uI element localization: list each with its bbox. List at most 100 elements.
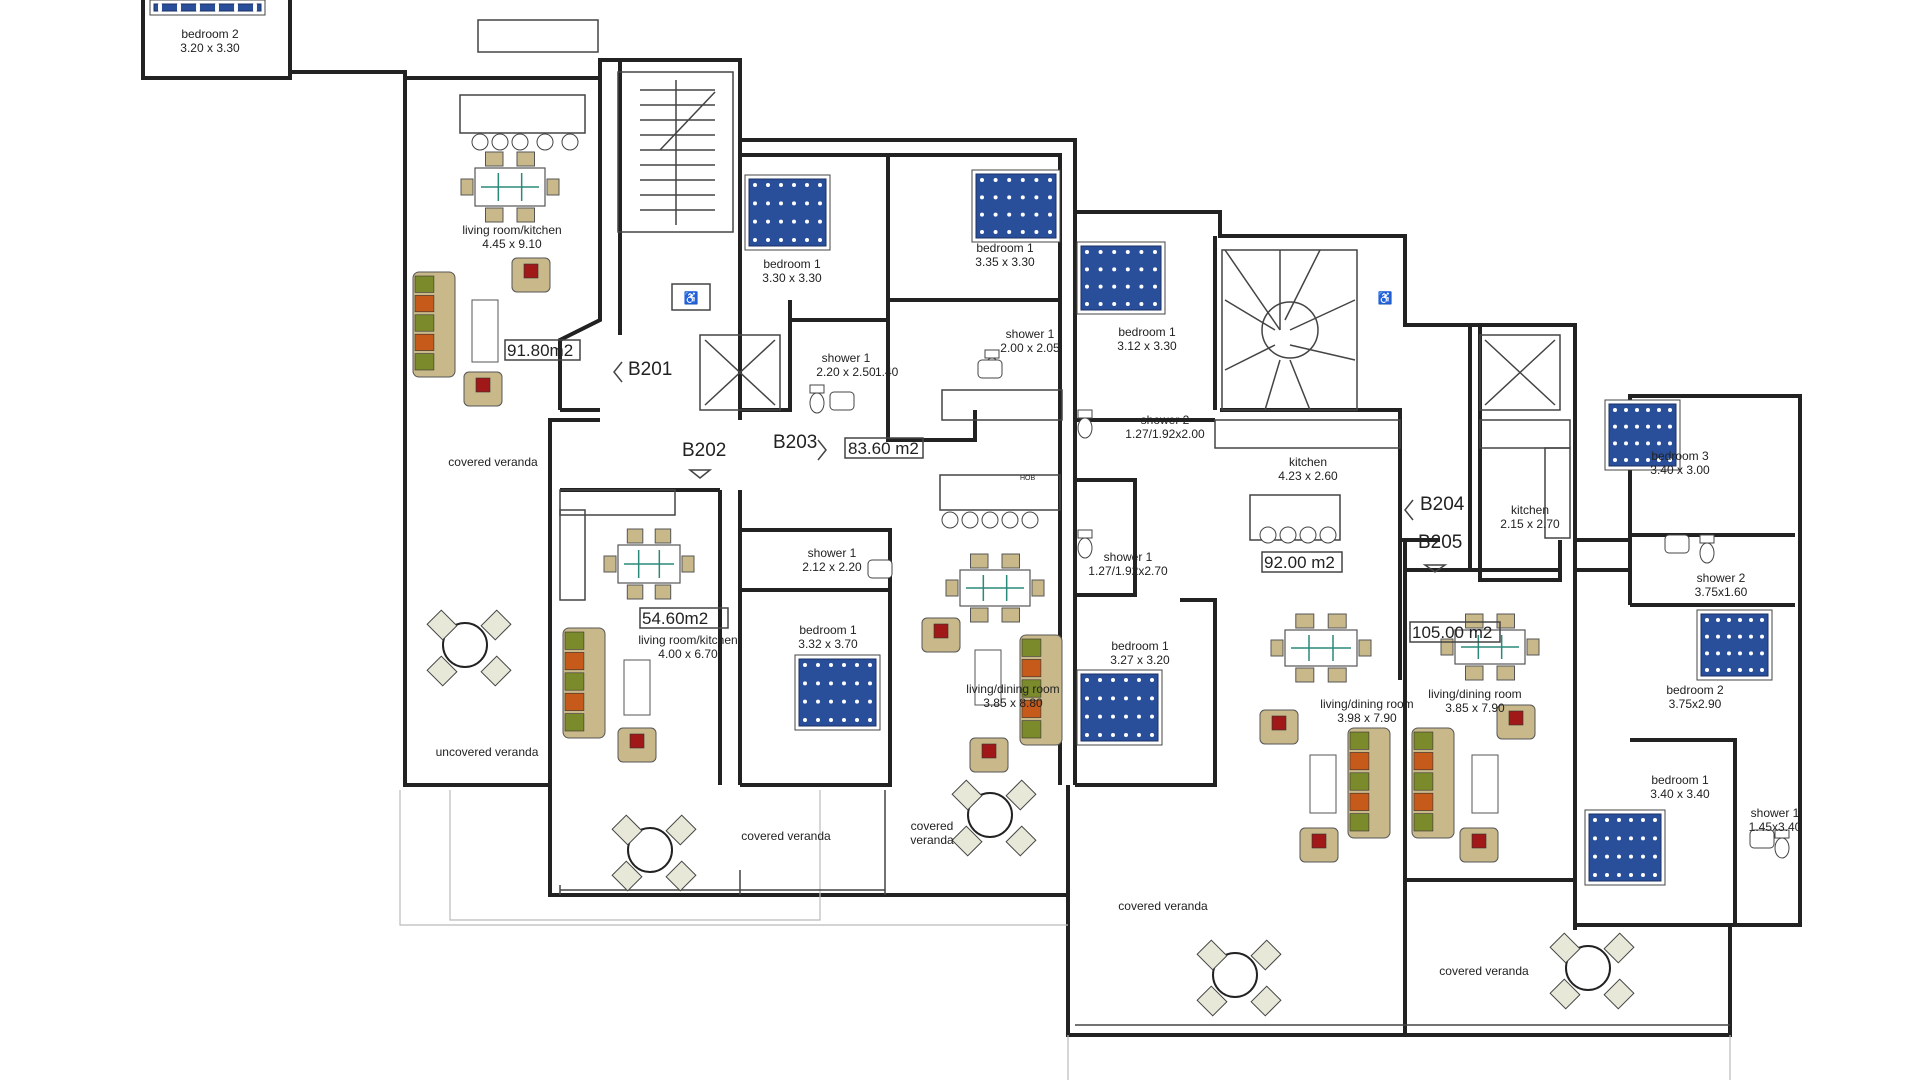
accessibility-icon: ♿ xyxy=(1378,291,1393,305)
chair-icon xyxy=(485,151,504,167)
patio-set-icon xyxy=(426,609,512,687)
bed-pattern xyxy=(980,230,984,234)
bed-pattern xyxy=(855,718,859,722)
chair-icon xyxy=(516,151,535,167)
entrance-arrow xyxy=(613,361,623,383)
unit-B203-area: 83.60 m2 xyxy=(848,439,919,458)
sofa-icon xyxy=(1411,727,1455,839)
bed-pattern xyxy=(1139,250,1144,254)
bed-icon xyxy=(1696,609,1773,681)
room-name: bedroom 3 xyxy=(1651,449,1709,463)
cushion xyxy=(1413,731,1434,750)
room-name: shower 1 xyxy=(822,351,871,365)
sink-icon xyxy=(1664,534,1690,554)
bed-pattern xyxy=(1139,267,1144,272)
cushion xyxy=(414,314,435,332)
dining-table-icon xyxy=(460,151,560,223)
entrance-arrow xyxy=(1422,564,1448,573)
bed-pattern xyxy=(1749,651,1753,656)
sink-icon xyxy=(977,359,1003,379)
bed-pattern xyxy=(1668,441,1672,446)
bed-pattern xyxy=(1034,212,1039,217)
bed-pattern xyxy=(980,195,984,200)
bed-pattern xyxy=(1137,678,1141,682)
sofa-icon xyxy=(412,271,456,378)
coffee-table xyxy=(974,649,1002,706)
bed-pattern xyxy=(1593,873,1597,877)
chair-icon xyxy=(1001,607,1020,623)
bed-pattern xyxy=(1635,424,1639,429)
cushion xyxy=(564,672,585,691)
sofa-icon xyxy=(1347,727,1391,839)
cushion xyxy=(1413,772,1434,791)
chair-icon xyxy=(1031,579,1045,597)
patio-chair xyxy=(426,609,458,641)
bed-pattern xyxy=(803,681,807,686)
bed-pattern xyxy=(1098,714,1102,719)
bed-pattern xyxy=(1727,618,1731,622)
stool-icon xyxy=(981,511,999,529)
bed-pattern xyxy=(177,3,181,7)
patio-chair xyxy=(951,779,983,811)
bed-pattern xyxy=(1705,668,1709,672)
table-pattern xyxy=(1461,635,1519,659)
bed-pattern xyxy=(818,183,822,187)
armchair-icon xyxy=(1299,827,1339,863)
bed-pattern xyxy=(803,718,807,722)
chair-icon xyxy=(1327,667,1347,683)
patio-chair xyxy=(665,860,697,892)
bed-pattern xyxy=(1007,230,1012,234)
bed-icon xyxy=(149,0,266,16)
bed-pattern xyxy=(1617,873,1621,877)
cushion xyxy=(1471,833,1487,849)
bed-pattern xyxy=(1085,267,1089,272)
chair-icon xyxy=(945,579,959,597)
bed-pattern xyxy=(1593,836,1597,841)
bed-pattern xyxy=(234,3,238,7)
bed-icon xyxy=(1076,241,1166,315)
bed-pattern xyxy=(1112,302,1117,306)
bed-pattern xyxy=(1111,678,1115,682)
room-name: uncovered veranda xyxy=(436,745,539,759)
bed-pattern xyxy=(855,663,859,667)
room-name: bedroom 2 xyxy=(1666,683,1724,697)
bed-pattern xyxy=(842,681,846,686)
bed-pattern xyxy=(1124,714,1128,719)
bed-pattern xyxy=(829,681,833,686)
bed-pattern xyxy=(792,201,796,206)
elevators xyxy=(699,334,1561,411)
cushion xyxy=(1021,720,1042,739)
stool-icon xyxy=(561,133,579,151)
room-name: shower 1 xyxy=(1104,550,1153,564)
room-name: bedroom 1 xyxy=(976,241,1034,255)
bed-pattern xyxy=(993,212,998,217)
room-dimensions: 3.27 x 3.20 xyxy=(1110,653,1170,667)
bed-pattern xyxy=(1749,618,1753,622)
bed-pattern xyxy=(753,183,757,187)
bed-pattern xyxy=(1098,733,1102,737)
cushion xyxy=(1021,699,1042,718)
table-pattern xyxy=(1291,635,1351,661)
bed-pattern xyxy=(792,219,796,224)
cushion xyxy=(1349,792,1370,811)
room-dimensions: 3.35 x 3.30 xyxy=(975,255,1035,269)
dining-table-icon xyxy=(603,528,695,600)
bed-pattern xyxy=(1034,195,1039,200)
cushion xyxy=(1508,710,1524,726)
room-dimensions: 3.40 x 3.00 xyxy=(1650,463,1710,477)
bed-pattern xyxy=(1112,284,1117,289)
cushion xyxy=(564,713,585,732)
room-dimensions: 4.23 x 2.60 xyxy=(1278,469,1338,483)
bed-pattern xyxy=(980,212,984,217)
bed-pattern xyxy=(1613,424,1617,429)
chair-icon xyxy=(603,555,617,573)
unit-B201-id: B201 xyxy=(628,359,672,380)
toilet-tank xyxy=(1077,409,1093,419)
bed-icon xyxy=(744,174,831,251)
chair-icon xyxy=(485,207,504,223)
room-name: covered veranda xyxy=(741,829,831,843)
bed-pattern xyxy=(1593,818,1597,822)
sink-icon xyxy=(1749,829,1775,849)
unit-B203-id: B203 xyxy=(773,432,817,453)
bed-pattern xyxy=(1624,408,1628,412)
